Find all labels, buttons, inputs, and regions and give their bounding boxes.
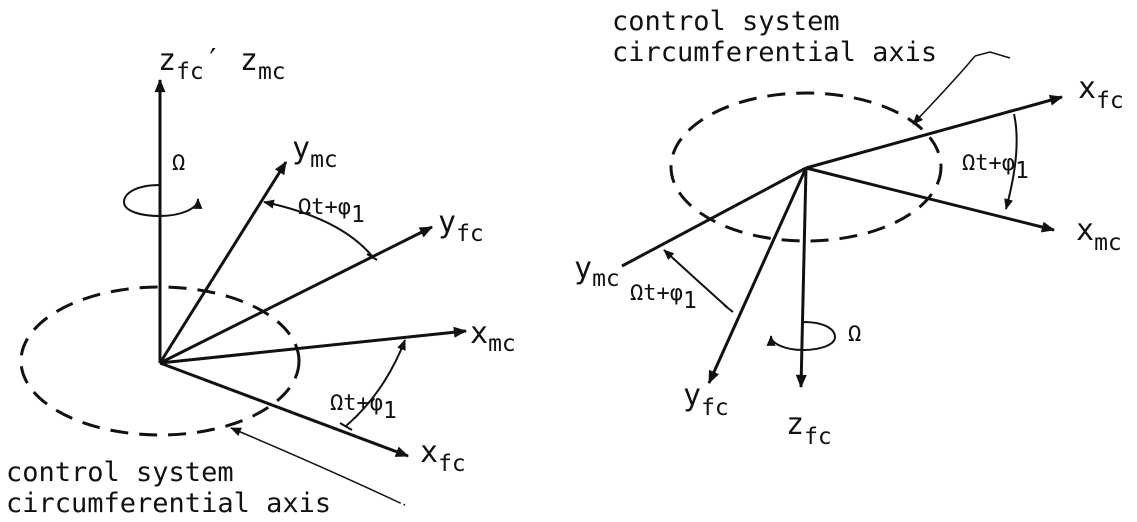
left-x-mc-label: xmc xyxy=(470,316,516,357)
right-angle-label-left: Ωt+φ1 xyxy=(630,281,697,314)
right-x-fc-axis xyxy=(805,94,1064,170)
left-caption-line2: circumferential axis xyxy=(6,488,331,519)
left-upper-angle-arc xyxy=(263,199,373,257)
right-y-fc-axis xyxy=(707,167,808,385)
left-caption-leader xyxy=(230,427,399,503)
right-angle-arc-right xyxy=(1004,113,1018,210)
right-z-fc-label: zfc xyxy=(786,407,832,450)
right-angle-label-right: Ωt+φ1 xyxy=(962,151,1029,184)
right-y-mc-axis xyxy=(621,166,807,268)
right-caption-line2: circumferential axis xyxy=(612,37,937,68)
left-y-fc-label: yfc xyxy=(438,205,484,247)
left-lower-angle-label: Ωt+φ1 xyxy=(330,391,397,424)
left-rotation-label: Ω xyxy=(172,151,185,176)
left-y-mc-axis xyxy=(158,161,288,364)
right-y-fc-label: yfc xyxy=(683,378,729,421)
left-circumferential-ellipse xyxy=(19,285,301,437)
left-y-fc-axis xyxy=(159,225,433,365)
right-caption-leader xyxy=(912,55,976,125)
left-y-mc-label: ymc xyxy=(292,131,338,173)
left-caption-line1: control system xyxy=(6,457,234,488)
right-x-fc-label: xfc xyxy=(1078,71,1124,114)
right-x-mc-axis xyxy=(805,166,1056,233)
right-rotation-label: Ω xyxy=(848,322,861,347)
left-x-fc-axis xyxy=(159,361,410,458)
right-caption-line1: control system xyxy=(612,6,840,37)
left-x-mc-axis xyxy=(159,326,468,365)
left-z-axis-label: zfc′ zmc xyxy=(158,43,286,85)
right-y-mc-label: ymc xyxy=(574,251,620,292)
right-angle-arc-left xyxy=(663,249,729,309)
right-rotation-arrow xyxy=(766,321,837,352)
right-frame: control system circumferential axis xfc … xyxy=(574,6,1124,450)
right-x-mc-label: xmc xyxy=(1076,213,1122,256)
left-lower-angle-arc xyxy=(345,339,406,427)
left-upper-angle-label: Ωt+φ1 xyxy=(298,195,365,228)
right-z-fc-axis xyxy=(795,167,808,389)
right-circumferential-ellipse xyxy=(669,91,943,243)
left-frame: zfc′ zmc ymc yfc xmc xfc Ω Ωt+φ1 Ωt+φ1 c… xyxy=(6,43,516,519)
left-x-fc-label: xfc xyxy=(420,435,466,477)
left-rotation-arrow xyxy=(122,184,203,218)
